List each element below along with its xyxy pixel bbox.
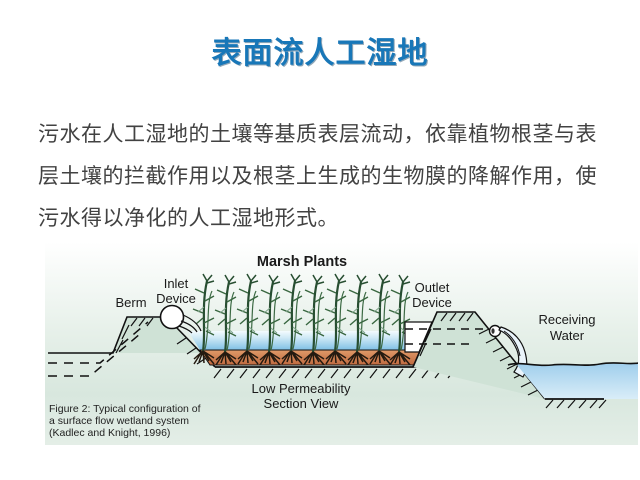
- inlet-berm: [48, 316, 200, 354]
- inlet-device: [159, 304, 202, 334]
- label-low-permeability: Low Permeability: [252, 381, 351, 396]
- label-outlet-device: Device: [412, 295, 452, 310]
- label-inlet-device: Device: [156, 291, 196, 306]
- label-receiving-water: Receiving: [538, 312, 595, 327]
- liner-dashed-line: [48, 333, 141, 377]
- caption-line: (Kadlec and Knight, 1996): [49, 427, 170, 439]
- body-line: 污水得以净化的人工湿地形式。: [38, 207, 339, 230]
- inlet-pipe-circle: [159, 304, 185, 330]
- inlet-spray: [178, 314, 202, 334]
- caption-line: Figure 2: Typical configuration of: [49, 403, 201, 415]
- label-marsh-plants: Marsh Plants: [257, 254, 347, 270]
- body-line: 污水在人工湿地的土壤等基质表层流动，依靠植物根茎与表: [38, 123, 597, 146]
- outlet-pipe-circle: [488, 324, 502, 338]
- receiving-water: [507, 362, 639, 409]
- label-section-view: Section View: [264, 396, 340, 411]
- liner-dashed-line: [48, 321, 149, 364]
- wetland-diagram: Marsh Plants Berm Inlet Device Outlet De…: [45, 242, 639, 445]
- body-paragraph: 污水在人工湿地的土壤等基质表层流动，依靠植物根茎与表 层土壤的拦截作用以及根茎上…: [38, 114, 610, 240]
- water-surface-line: [507, 362, 639, 367]
- label-outlet-device: Outlet: [415, 280, 450, 295]
- body-line: 层土壤的拦截作用以及根茎上生成的生物膜的降解作用，使: [38, 165, 597, 188]
- page-title: 表面流人工湿地: [211, 37, 429, 70]
- label-receiving-water: Water: [550, 328, 585, 343]
- berm-hatch: [130, 317, 154, 327]
- slope-hatch: [478, 328, 539, 396]
- wetland-diagram-svg: Marsh Plants Berm Inlet Device Outlet De…: [45, 242, 639, 445]
- figure-caption: Figure 2: Typical configuration of a sur…: [49, 403, 201, 439]
- label-inlet-device: Inlet: [164, 276, 189, 291]
- wetland-water: [188, 331, 405, 350]
- caption-line: a surface flow wetland system: [49, 415, 189, 427]
- label-berm: Berm: [115, 295, 146, 310]
